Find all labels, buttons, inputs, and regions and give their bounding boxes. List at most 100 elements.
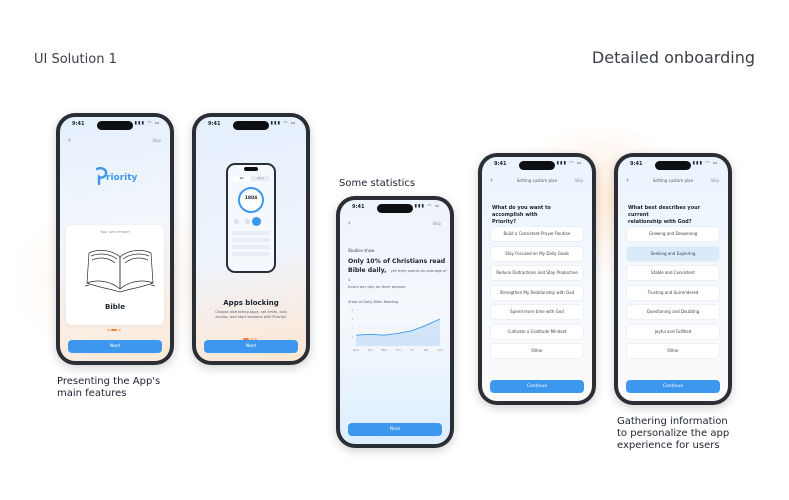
caption-line: Gathering information [617,416,728,427]
goal-option[interactable]: Stay Focused on My Daily Goals [491,246,583,261]
logo-mark-icon [96,167,108,185]
dynamic-island [655,161,691,170]
chart-xtick-label: Sun [437,348,443,352]
onboarding-title: Detailed onboarding [591,48,755,67]
status-icons: ▮▮▮ ◠ ▭ [414,204,440,209]
chart-xtick-label: Wed [381,348,387,352]
pager-dot [107,329,110,331]
pager-dot-active [243,338,249,340]
stats-subtext: yet they spend an average of 4 [348,268,447,282]
phone-screen: 9:41 ▮▮▮ ◠ ▭ ‹ Skip Studies show Only 10… [340,200,450,444]
back-icon[interactable]: ‹ [348,219,351,227]
skip-link[interactable]: Skip [710,178,719,183]
caption-line: experience for users [617,440,720,451]
phone-apps-blocking: 9:41 ▮▮▮ ◠ ▭ Tab Items 1804 [192,113,310,365]
status-icons: ▮▮▮ ◠ ▭ [134,121,160,126]
skip-link[interactable]: Skip [152,138,161,143]
next-button[interactable]: Next [68,340,162,353]
skip-link[interactable]: Skip [432,221,441,226]
stats-subtext-2: hours per day on their phones [348,284,406,289]
mini-phone: Tab Items 1804 [226,163,276,273]
next-button[interactable]: Next [348,423,442,436]
goal-option[interactable]: Build a Consistent Prayer Routine [491,227,583,241]
dynamic-island [233,121,269,130]
mini-tabs: Tab Items [232,176,270,181]
plan-header: Setting custom plan [516,178,558,183]
caption-stats: Some statistics [339,178,416,189]
phone-custom-plan-goals: 9:41 ▮▮▮ ◠ ▭ ‹ Setting custom plan Skip … [478,153,596,405]
dynamic-island [377,204,413,213]
headline-line: Bible daily, [348,267,387,274]
relationship-option[interactable]: Trusting and Surrendered [627,285,719,300]
dynamic-island [519,161,555,170]
pager-dot [118,329,121,331]
caption-line: to personalize the app [617,428,730,439]
chart-xtick-label: Thu [394,348,400,352]
desc-line: access, and start sessions with Priority… [215,315,287,319]
mini-app-row [232,245,270,249]
status-icons: ▮▮▮ ◠ ▭ [556,161,582,166]
chart-xtick-label: Fri [410,348,414,352]
feature-desc: Choose distracting apps, set limits, loc… [200,310,302,320]
feature-title: Apps blocking [223,299,279,307]
goal-option[interactable]: Reduce Distractions and Stay Productive [491,266,583,280]
mini-app-row [232,238,270,242]
relationship-option[interactable]: Growing and Deepening [627,227,719,241]
skip-link[interactable]: Skip [574,178,583,183]
continue-button[interactable]: Continue [626,380,720,393]
goal-option[interactable]: Cultivate a Gratitude Mindset [491,324,583,339]
goal-option[interactable]: Spend more time with God [491,305,583,319]
card-title: Bible [105,303,125,311]
relationship-option-selected[interactable]: Seeking and Exploring [627,246,719,261]
mini-app-row [232,231,270,235]
phone-custom-plan-relationship: 9:41 ▮▮▮ ◠ ▭ ‹ Setting custom plan Skip … [614,153,732,405]
goal-options: Build a Consistent Prayer Routine Stay F… [491,227,583,364]
pager-dots [107,316,123,331]
relationship-options: Growing and Deepening Seeking and Explor… [627,227,719,364]
mini-controls [232,217,270,226]
relationship-option[interactable]: Questioning and Doubting [627,305,719,319]
status-icons: ▮▮▮ ◠ ▭ [270,121,296,126]
next-button[interactable]: Next [204,340,298,353]
chart-area [356,319,440,346]
back-icon[interactable]: ‹ [626,176,629,184]
question-line: What best describes your current [628,205,701,218]
status-time: 9:41 [494,161,507,167]
studies-label: Studies show [348,248,375,253]
relationship-option[interactable]: Joyful and Fulfilled [627,324,719,339]
status-time: 9:41 [208,121,221,127]
feature-card: Your own ereport Bible [66,225,164,331]
mini-tab[interactable]: Tab [232,176,251,181]
goal-option[interactable]: Other [491,344,583,358]
phone-features: 9:41 ▮▮▮ ◠ ▭ ‹ Skip riority Your own ere… [56,113,174,365]
mini-play-button[interactable] [252,217,261,226]
back-icon[interactable]: ‹ [490,176,493,184]
phone-screen: 9:41 ▮▮▮ ◠ ▭ ‹ Setting custom plan Skip … [482,157,592,401]
back-icon[interactable]: ‹ [68,136,71,144]
relationship-option[interactable]: Stable and Consistent [627,266,719,280]
caption-features: Presenting the App's main features [57,376,160,400]
mini-control[interactable] [245,219,250,224]
chart-xtick-label: Mon [353,348,359,352]
goal-question: What do you want to accomplish with Prio… [492,205,582,226]
continue-button[interactable]: Continue [490,380,584,393]
phone-screen: 9:41 ▮▮▮ ◠ ▭ Tab Items 1804 [196,117,306,361]
logo-text: riority [106,173,138,183]
chart-ytick-label: 3 [351,317,353,321]
timer-ring: 1804 [238,187,264,213]
mini-notch [244,167,258,171]
solution-title: UI Solution 1 [34,52,117,67]
open-book-icon [84,250,156,293]
caption-line: Presenting the App's [57,376,161,387]
mini-control[interactable] [234,219,239,224]
relationship-option[interactable]: Other [627,344,719,358]
chart-xtick-label: Tue [367,348,373,352]
timer-value: 1804 [244,196,258,201]
desc-line: Choose distracting apps, set limits, loc… [215,310,287,314]
mini-tab[interactable]: Items [257,177,264,180]
question-line: Priority? [492,219,517,225]
goal-option[interactable]: Strengthen My Relationship with God [491,285,583,300]
phone-statistics: 9:41 ▮▮▮ ◠ ▭ ‹ Skip Studies show Only 10… [336,196,454,448]
